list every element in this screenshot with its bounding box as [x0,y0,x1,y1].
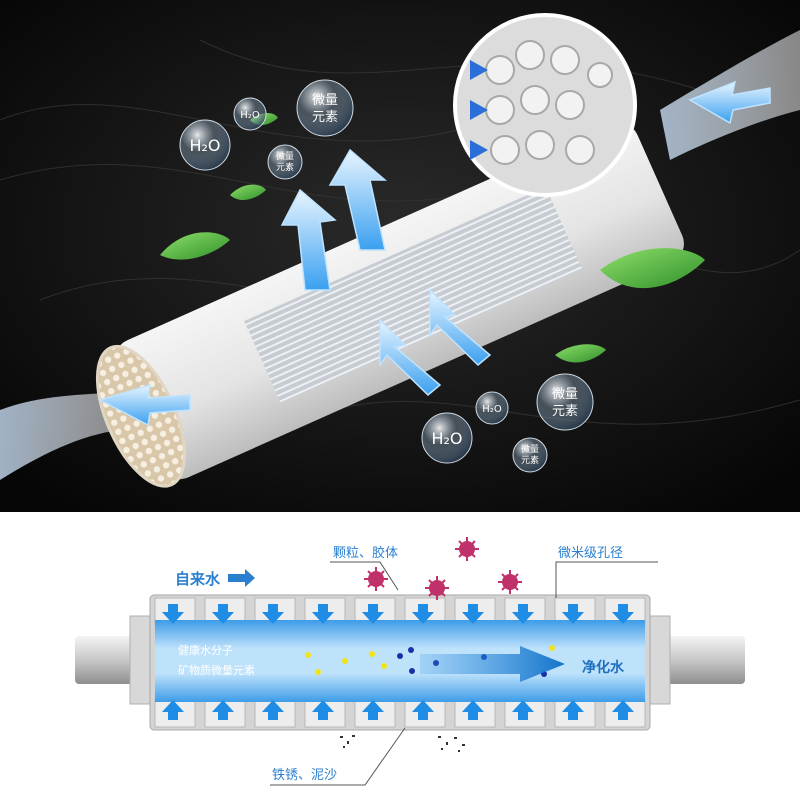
outflow-arrows [98,80,771,427]
germ-icon [455,537,479,561]
bubble-h2o-large-bottom: H₂O [421,412,473,464]
bubble-text: H₂O [431,429,462,448]
germ-icon [364,567,388,591]
germs [364,537,522,600]
up-arrows [162,700,634,720]
rust-leader-line [270,727,406,786]
pleated-membrane [244,186,583,404]
leaf-1-icon [160,232,230,260]
healthy-water-label: 健康水分子 [178,643,233,657]
flow-arrow-icon [420,646,565,682]
arrow-up-1 [328,148,388,251]
right-arrow-icon [228,569,255,587]
purified-water-label: 净化水 [582,659,625,676]
particles-leader-line [330,561,399,591]
arrow-outlet [688,80,771,125]
micro-pore-label: 微米级孔径 [558,546,623,561]
molecule-bubbles: H₂O H₂O 微量 元素 微量 元素 H₂O H₂O [179,79,594,473]
micro-pore-leader-line [555,561,658,598]
bubble-text: 元素 [276,161,294,173]
arrow-down-2 [379,318,442,397]
bubble-trace-large-bottom: 微量 元素 [536,373,594,431]
bubble-text: H₂O [189,136,220,155]
bottom-panel: 自来水 颗粒、胶体 微米级孔径 健康水分子 矿物质微量元素 净化水 铁锈、泥沙 [0,512,800,800]
leaf-3-icon [600,248,705,289]
bubble-trace-small-top: 微量 元素 [267,144,303,180]
outlet-pipe [655,636,745,684]
bubble-text: 元素 [521,454,539,466]
germ-icon [498,570,522,594]
magnified-view [453,13,637,197]
arrow-inlet [98,383,191,427]
sediment-specks [340,735,465,752]
leaves [160,113,705,363]
water-channel [155,620,645,702]
arrow-up-2 [280,188,337,291]
bubble-text: 元素 [312,110,338,125]
rust-label: 铁锈、泥沙 [272,768,337,783]
minerals-label: 矿物质微量元素 [178,663,255,677]
bubble-h2o-large-top: H₂O [179,119,231,171]
bubble-text: H₂O [482,404,502,415]
germ-icon [425,576,449,600]
bubble-text: 微量 [312,93,338,108]
permeation-arrows [162,604,634,720]
bubble-h2o-small-bottom: H₂O [475,391,509,425]
bubble-text: 微量 [552,387,578,402]
tap-water-label: 自来水 [175,570,221,588]
bubble-trace-small-bottom: 微量 元素 [512,437,548,473]
arrow-down-1 [429,288,492,367]
bubble-text: 微量 [521,443,539,455]
top-panel: H₂O H₂O 微量 元素 微量 元素 H₂O H₂O [0,0,800,512]
leaf-2-icon [230,184,266,201]
leaf-4-icon [555,344,606,363]
bubble-h2o-small-top: H₂O [233,97,267,131]
down-arrows [162,604,634,624]
particles-label: 颗粒、胶体 [333,545,398,561]
bubble-trace-large-top: 微量 元素 [296,79,354,137]
bubble-text: H₂O [240,110,260,121]
bubble-text: 元素 [552,404,578,419]
inlet-water-stream [0,392,120,480]
bubble-text: 微量 [276,150,294,162]
